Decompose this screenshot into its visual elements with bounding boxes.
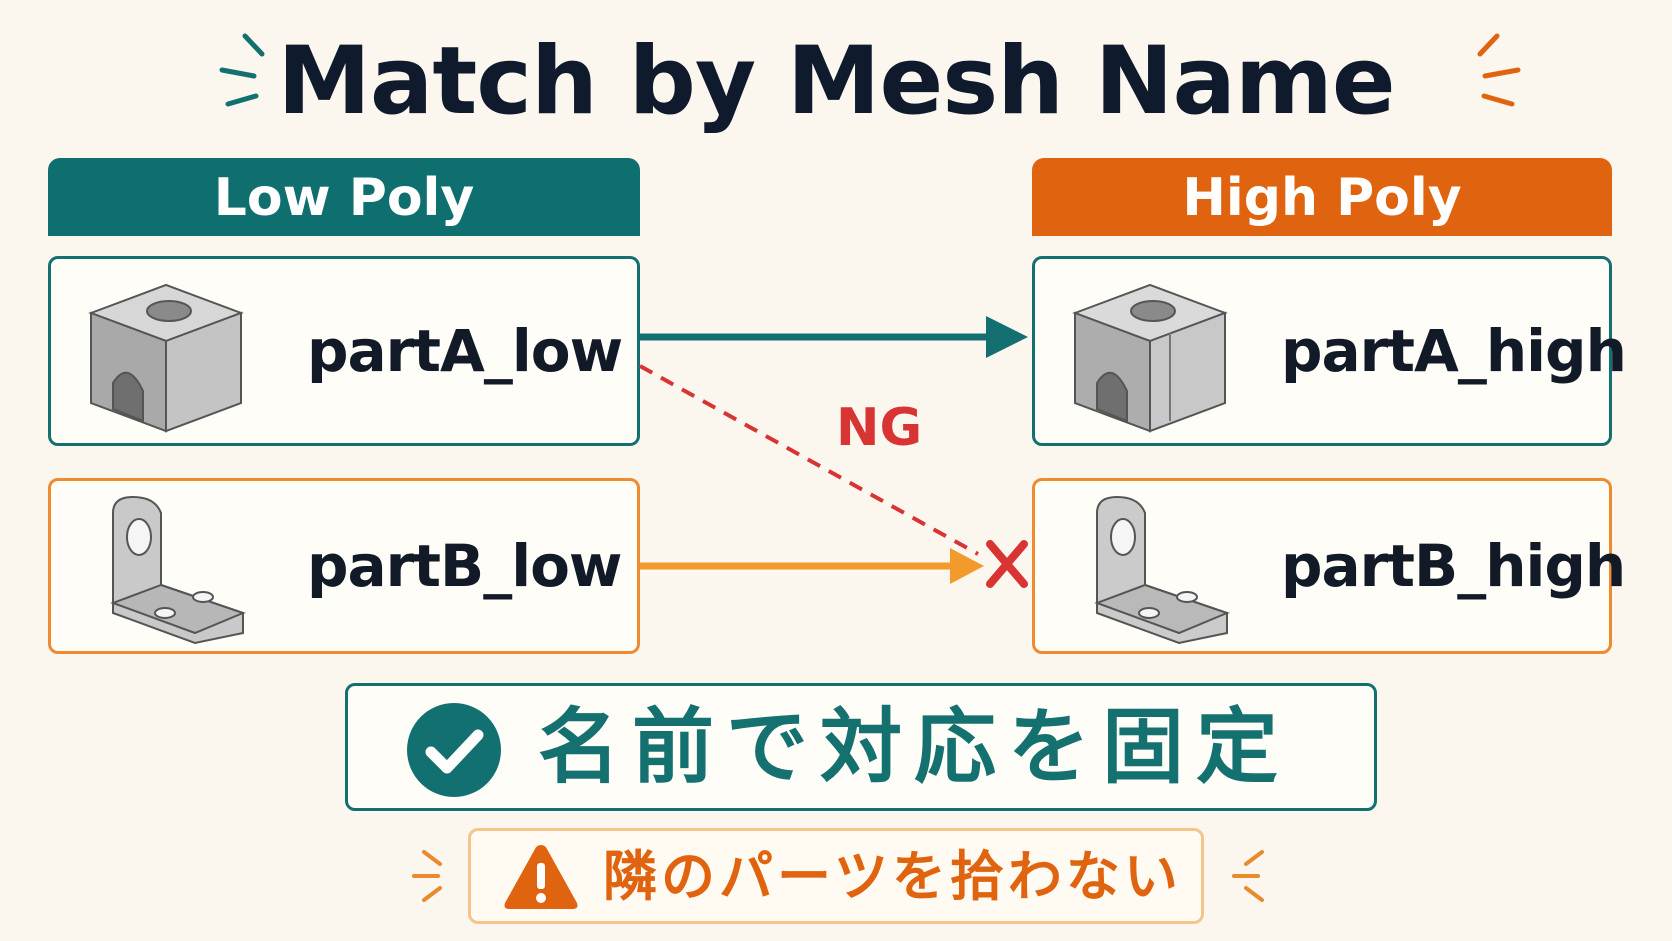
low-card-partA: partA_low (48, 256, 640, 446)
low-card-partB: partB_low (48, 478, 640, 654)
ng-label: NG (836, 398, 923, 458)
high-item-name: partA_high (1281, 317, 1627, 385)
block-with-hole-icon (88, 283, 244, 433)
arrow-partA-match (640, 316, 1028, 358)
arrow-partB-match (640, 548, 984, 584)
page-title: Match by Mesh Name (277, 27, 1395, 136)
cross-icon (986, 540, 1028, 588)
l-bracket-icon (110, 495, 246, 645)
ok-message-box: 名前で対応を固定 (345, 683, 1377, 811)
warning-sparkle-left-icon (412, 850, 442, 902)
check-circle-icon (407, 703, 501, 797)
title-sparkle-left-icon (219, 33, 265, 107)
high-item-name: partB_high (1281, 532, 1626, 600)
high-poly-header: High Poly (1032, 158, 1612, 236)
warning-box: 隣のパーツを拾わない (468, 828, 1204, 924)
arrow-rejected (639, 364, 1028, 588)
arrow-head-icon (986, 316, 1028, 358)
warning-triangle-icon (504, 845, 578, 909)
block-with-hole-icon (1072, 283, 1228, 433)
low-poly-header: Low Poly (48, 158, 640, 236)
warning-message: 隣のパーツを拾わない (603, 845, 1182, 908)
l-bracket-icon (1094, 495, 1230, 645)
ok-message: 名前で対応を固定 (538, 700, 1291, 795)
high-card-partA: partA_high (1032, 256, 1627, 446)
warning-sparkle-right-icon (1232, 850, 1264, 902)
arrow-head-icon (950, 548, 984, 584)
low-item-name: partA_low (307, 317, 623, 385)
title-sparkle-right-icon (1477, 33, 1521, 107)
high-card-partB: partB_high (1032, 478, 1626, 654)
low-item-name: partB_low (307, 532, 623, 600)
